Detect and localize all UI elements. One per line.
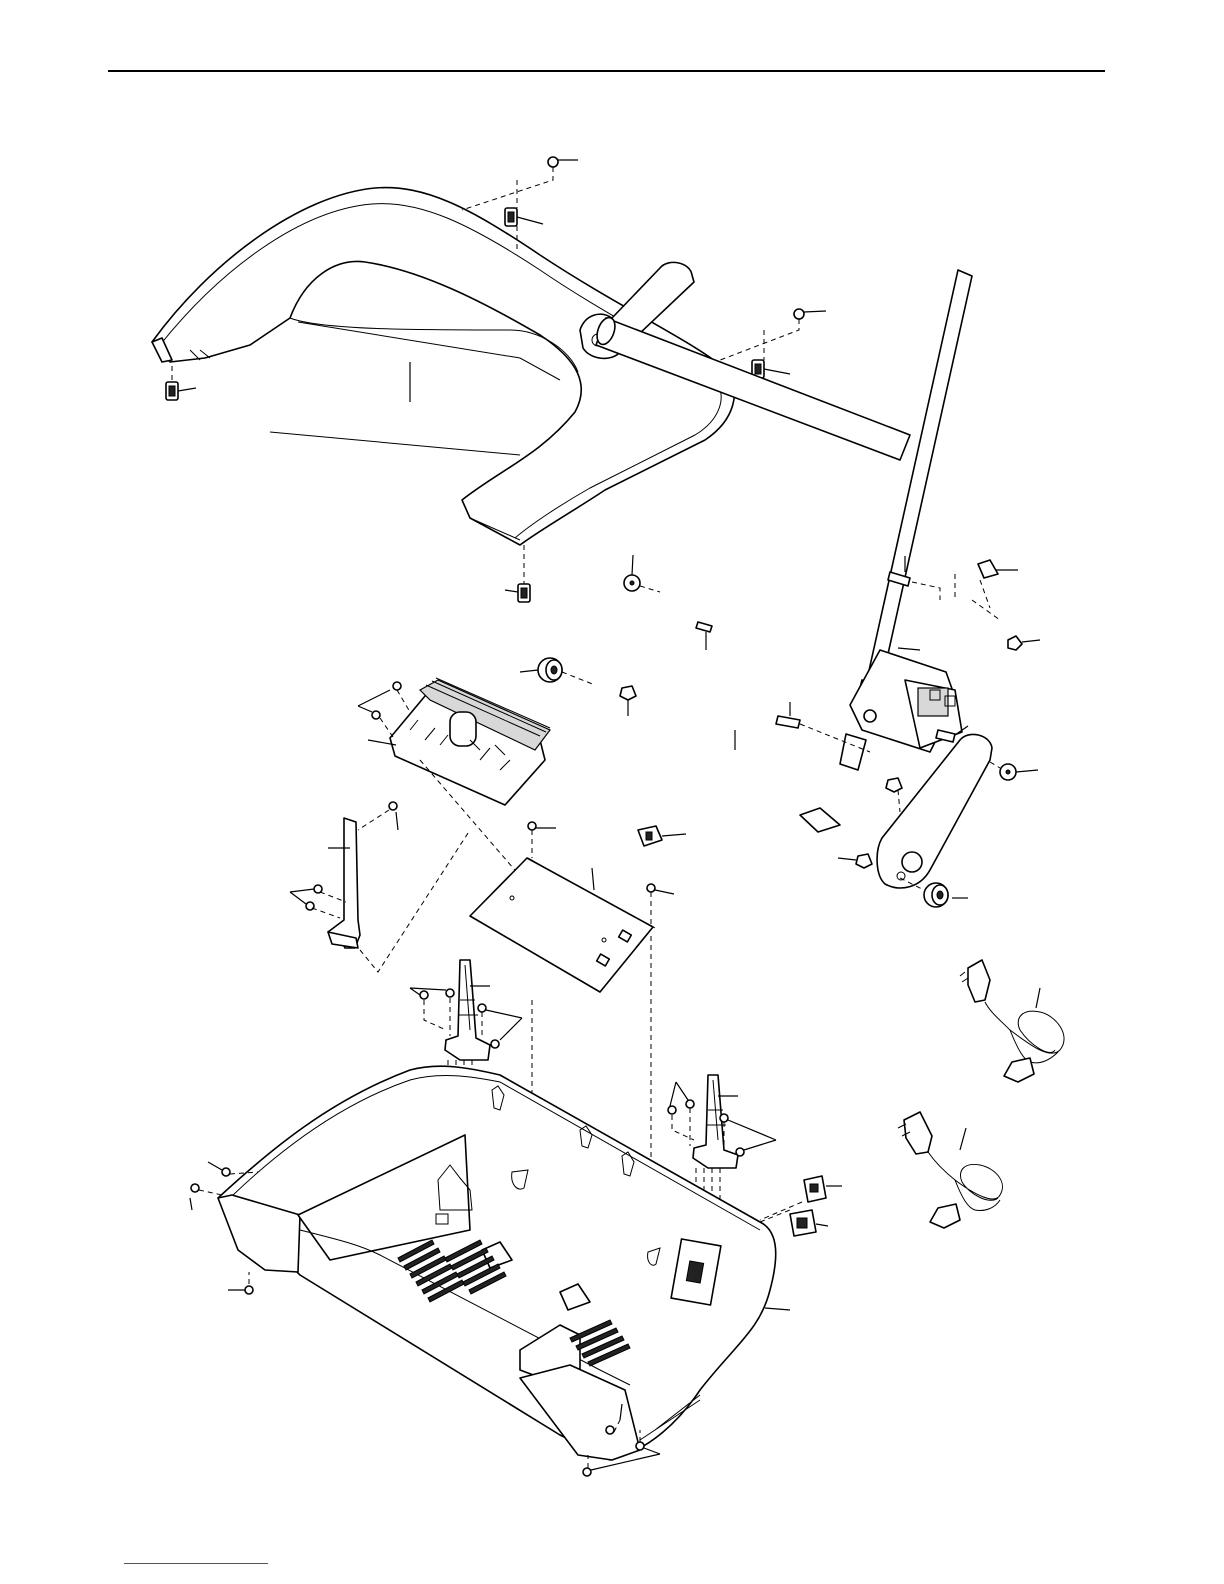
controller-board-icon bbox=[368, 678, 550, 805]
switch-icon bbox=[804, 1176, 842, 1202]
bracket-icon bbox=[328, 818, 360, 948]
power-cord-icon bbox=[960, 960, 1064, 1082]
washer-icon bbox=[1000, 764, 1038, 780]
wheel-icon bbox=[520, 658, 562, 682]
nut-icon bbox=[1008, 636, 1040, 650]
nut-icon bbox=[620, 686, 636, 716]
base-tray-icon bbox=[218, 1066, 790, 1460]
screw-icon bbox=[794, 309, 826, 319]
incline-motor-icon bbox=[840, 270, 972, 770]
screw-icon bbox=[548, 157, 578, 167]
clip-icon bbox=[505, 208, 543, 226]
ferrite-icon bbox=[638, 826, 686, 846]
clip-icon bbox=[166, 382, 196, 400]
power-cord-icon bbox=[898, 1112, 1002, 1228]
nut-icon bbox=[838, 854, 872, 868]
clip-icon bbox=[752, 360, 790, 378]
wheel-icon bbox=[924, 883, 968, 907]
bolt-icon bbox=[776, 702, 800, 728]
socket-icon bbox=[790, 1210, 828, 1236]
plate-icon bbox=[470, 858, 655, 992]
clip-icon bbox=[505, 584, 530, 602]
nut-icon bbox=[886, 778, 902, 792]
footer-link-underline[interactable] bbox=[124, 1563, 268, 1564]
screw-icon bbox=[358, 682, 401, 719]
washer-icon bbox=[624, 555, 640, 591]
clip-icon bbox=[978, 560, 1018, 578]
bolt-icon bbox=[696, 622, 712, 650]
